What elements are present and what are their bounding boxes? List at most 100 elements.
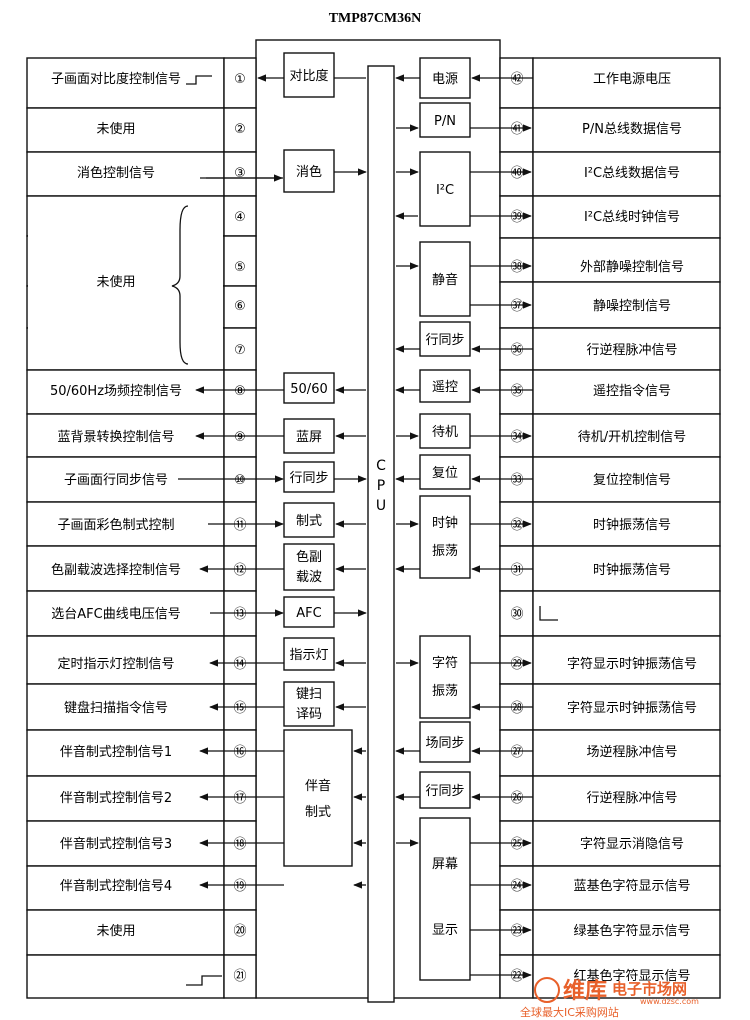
right-pin-number-cell (499, 729, 534, 777)
left-block-color-kill (283, 149, 335, 193)
right-block-text: 行同步 (425, 333, 464, 348)
left-block-key-scan (283, 681, 335, 727)
left-block-5060 (283, 372, 335, 404)
right-pin-label: 遥控指令信号 (593, 384, 671, 399)
watermark: 维库电子市场网www.dzsc.com全球最大IC采购网站 (520, 977, 699, 1019)
left-pin-label: 色副载波选择控制信号 (51, 562, 181, 578)
right-pin-number: ㉜ (510, 518, 523, 533)
right-pin-label: 绿基色字符显示信号 (573, 923, 690, 939)
right-block-text: 时钟 (432, 515, 458, 531)
watermark-brand2: 电子市场网 (612, 980, 687, 998)
left-pin-label: 未使用 (96, 923, 135, 939)
right-pin-number: ㊱ (510, 343, 523, 358)
right-pin-number: ㊵ (510, 166, 523, 181)
right-pin-cell (532, 775, 721, 822)
right-block-text: 电源 (432, 72, 458, 87)
left-pin-cell (26, 57, 225, 109)
right-pin-label: 时钟振荡信号 (593, 517, 671, 533)
left-pin-label: 伴音制式控制信号2 (60, 790, 172, 806)
right-pin-number: ㉘ (510, 701, 523, 716)
left-pin-label: 子画面彩色制式控制 (57, 517, 174, 533)
left-block-blue-screen (283, 418, 335, 454)
left-pin-number: ⑨ (234, 430, 246, 445)
right-block-text: 复位 (432, 466, 458, 481)
right-block-char-osc (419, 635, 471, 719)
left-pin-number: ⑭ (233, 657, 246, 672)
left-pin-number: ⑲ (233, 879, 246, 894)
left-block-text: 制式 (305, 805, 331, 820)
right-block-text: 静音 (432, 272, 458, 288)
right-pin-cell (532, 281, 721, 329)
left-pin-number: ③ (234, 166, 246, 181)
right-block-pn (419, 102, 471, 138)
right-pin-cell (532, 954, 721, 999)
right-pin-number: ㉓ (510, 924, 523, 939)
left-pin-number: ㉑ (233, 969, 246, 984)
right-pin-label: 字符显示消隐信号 (580, 836, 684, 852)
left-block-contrast (283, 52, 335, 98)
right-block-text: 字符 (432, 655, 458, 671)
right-pin-label: 工作电源电压 (593, 72, 671, 87)
left-pin-label: 选台AFC曲线电压信号 (51, 607, 180, 622)
left-pin-number-cell (223, 954, 257, 999)
left-pin-number-cell (223, 235, 257, 287)
left-pin-label: 定时指示灯控制信号 (57, 657, 174, 672)
left-pin-number-cell (223, 729, 257, 777)
left-pin-number: ⑳ (233, 924, 246, 939)
right-block-standby (419, 413, 471, 449)
watermark-slogan: 全球最大IC采购网站 (520, 1005, 619, 1019)
left-block-text: 键扫 (296, 687, 322, 702)
right-block-text: 行同步 (425, 784, 464, 799)
right-pin-label: 场逆程脉冲信号 (586, 744, 677, 760)
left-block-text: 伴音 (305, 778, 331, 794)
left-block-text: 行同步 (289, 471, 328, 486)
right-block-text: 振荡 (432, 544, 458, 559)
right-pin-cell (532, 237, 721, 283)
left-pin-number: ① (234, 72, 246, 87)
chip-title: TMP87CM36N (329, 11, 422, 26)
left-pin-number: ⑤ (234, 260, 246, 275)
left-pin-number: ⑧ (234, 384, 246, 399)
right-pin-number: ㊲ (510, 299, 523, 314)
left-block-afc (283, 596, 335, 628)
left-pin-label: 伴音制式控制信号4 (60, 878, 172, 894)
watermark-logo-icon (534, 977, 560, 1003)
right-pin-label: 蓝基色字符显示信号 (573, 878, 690, 894)
right-pin-number: ㉟ (510, 384, 523, 399)
left-block-text: 消色 (296, 164, 322, 180)
left-block-subcarrier (283, 543, 335, 591)
left-block-text: 色副 (296, 549, 322, 565)
right-pin-number: ㉛ (510, 563, 523, 578)
cpu-label-char: C (376, 458, 386, 474)
right-pin-number-cell (499, 237, 534, 283)
unused-group-label: 未使用 (96, 274, 135, 290)
left-block-sound-system (283, 729, 353, 867)
right-pin-number: ㊶ (510, 122, 523, 137)
left-pin-cell (26, 635, 225, 685)
left-pin-number: ⑫ (233, 563, 246, 578)
right-pin-number: ㊴ (510, 210, 523, 225)
left-pin-number: ⑪ (233, 518, 246, 533)
left-pin-cell (26, 413, 225, 458)
right-pin-number: ㊳ (510, 260, 523, 275)
right-block-text: 场同步 (425, 736, 464, 751)
right-pin-cell (532, 590, 721, 637)
left-pin-number: ⑬ (233, 607, 246, 622)
left-block-text: 译码 (296, 707, 322, 722)
right-pin-cell (532, 820, 721, 867)
right-pin-number: ㉝ (510, 473, 523, 488)
right-pin-number: ㉞ (510, 430, 523, 445)
left-block-text: 对比度 (289, 68, 328, 84)
right-pin-label: 字符显示时钟振荡信号 (567, 700, 697, 716)
left-block-text: 制式 (296, 514, 322, 529)
left-pin-cell (26, 909, 225, 956)
right-pin-label: 待机/开机控制信号 (578, 430, 686, 445)
left-pin-number: ⑩ (234, 473, 246, 488)
left-pin-number-cell (223, 369, 257, 415)
pin1-step (186, 75, 212, 85)
left-pin-cell (26, 501, 225, 547)
left-pin-label: 伴音制式控制信号3 (60, 836, 172, 852)
left-pin-cell (26, 954, 225, 999)
left-pin-label: 未使用 (96, 121, 135, 137)
cpu-bus (367, 65, 395, 1003)
